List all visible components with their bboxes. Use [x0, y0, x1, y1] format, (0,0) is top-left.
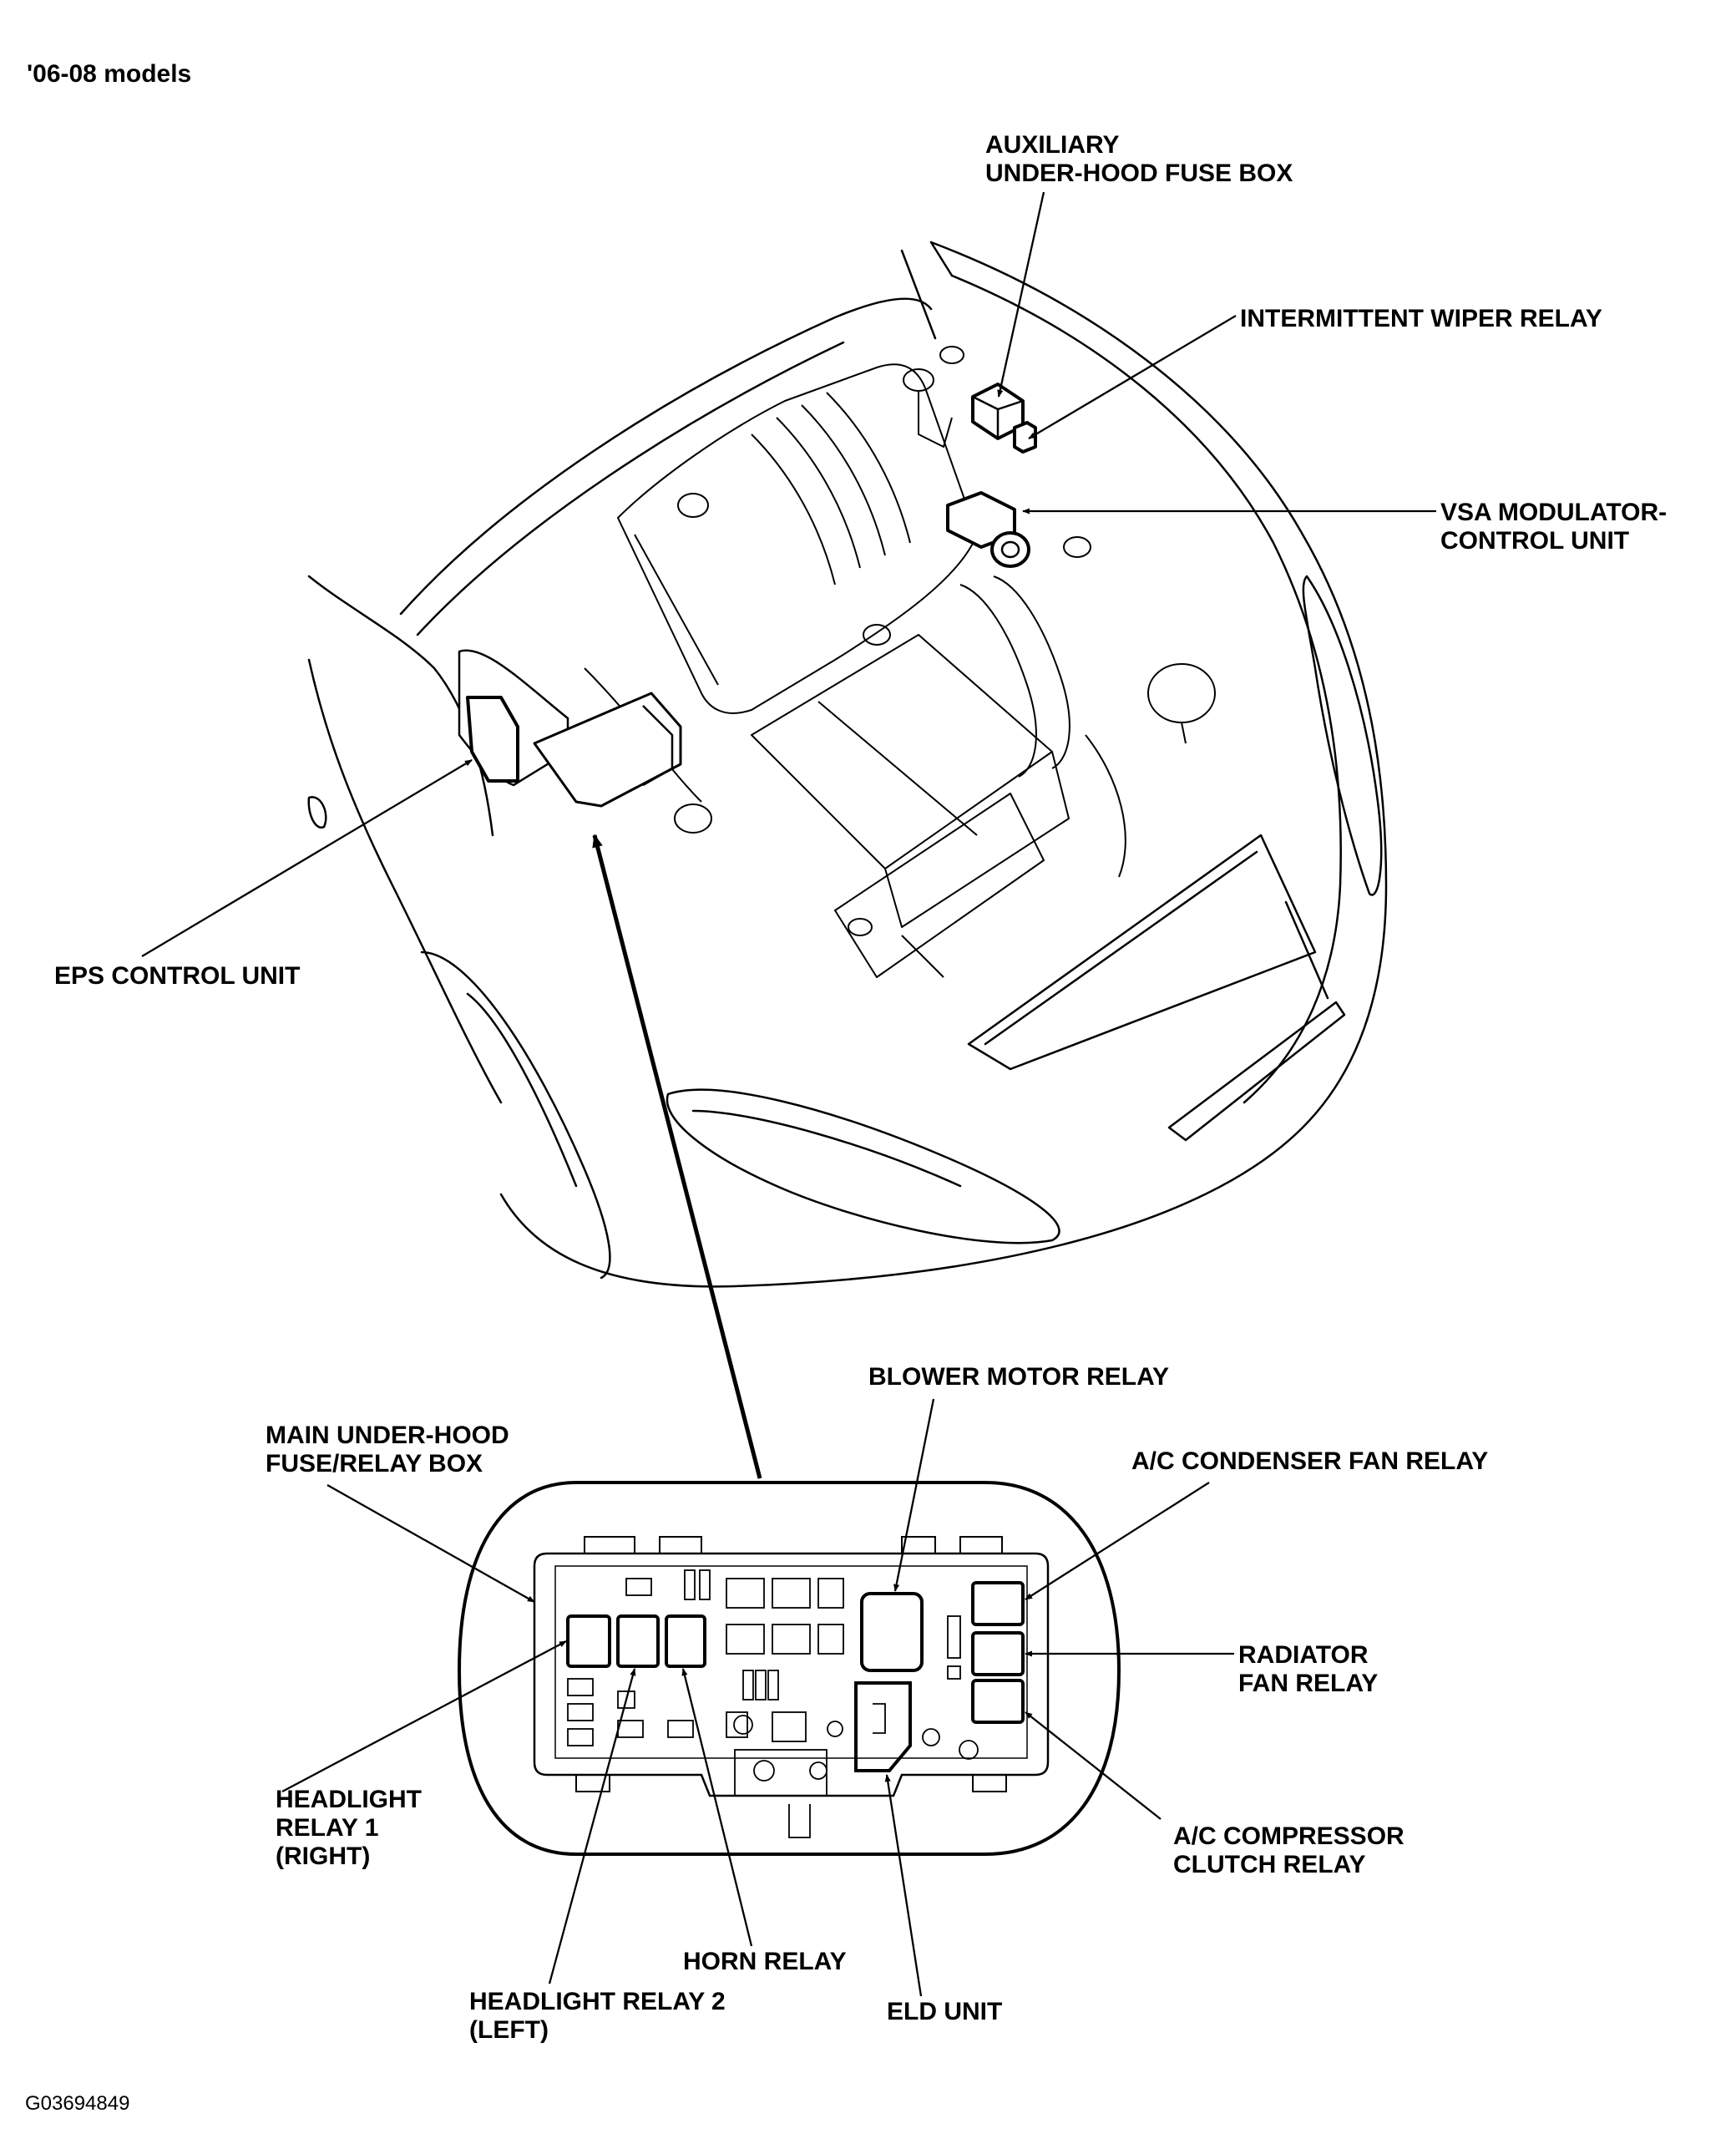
- label-eps-control-unit: EPS CONTROL UNIT: [54, 962, 301, 990]
- leader-eld: [884, 1774, 923, 1997]
- car-body: [307, 241, 1388, 1288]
- horn-relay-box: [665, 1614, 706, 1668]
- label-headlight-1-line-2: RELAY 1: [276, 1814, 379, 1842]
- fuse-box-detail: [457, 1481, 1121, 1856]
- label-horn-relay: HORN RELAY: [683, 1948, 847, 1975]
- leader-main-fuse-box: [592, 834, 762, 1479]
- model-years-heading: '06-08 models: [27, 60, 192, 88]
- ac-compressor-relay-box: [971, 1679, 1025, 1724]
- ac-condenser-relay-box: [971, 1581, 1025, 1626]
- label-aux-fuse-box: AUXILIARY UNDER-HOOD FUSE BOX: [985, 131, 1293, 188]
- label-ac-compressor-line-2: CLUTCH RELAY: [1173, 1851, 1366, 1878]
- blower-relay-box: [860, 1592, 924, 1672]
- leader-wiper-relay: [1028, 315, 1237, 439]
- label-vsa-modulator: VSA MODULATOR- CONTROL UNIT: [1440, 499, 1667, 555]
- label-headlight-1-line-1: HEADLIGHT: [276, 1786, 422, 1813]
- label-headlight-relay-2: HEADLIGHT RELAY 2 (LEFT): [469, 1988, 726, 2045]
- label-main-fuse-box-line-2: FUSE/RELAY BOX: [266, 1450, 483, 1478]
- label-main-fuse-box: MAIN UNDER-HOOD FUSE/RELAY BOX: [266, 1422, 509, 1478]
- label-vsa-line-1: VSA MODULATOR-: [1440, 499, 1668, 526]
- components: [458, 383, 1037, 808]
- eld-unit-box: [854, 1681, 912, 1772]
- label-radiator-line-1: RADIATOR: [1238, 1641, 1369, 1669]
- label-blower-motor-relay: BLOWER MOTOR RELAY: [868, 1363, 1170, 1391]
- headlight-relay-2-box: [616, 1614, 660, 1668]
- engine-bay: [584, 346, 1216, 978]
- leader-lines: [141, 191, 1436, 1997]
- leader-blower: [893, 1398, 935, 1592]
- label-ac-compressor-line-1: A/C COMPRESSOR: [1173, 1822, 1404, 1850]
- label-aux-fuse-box-line-1: AUXILIARY: [985, 131, 1120, 159]
- label-ac-compressor-clutch-relay: A/C COMPRESSOR CLUTCH RELAY: [1173, 1822, 1404, 1879]
- label-radiator-fan-relay: RADIATOR FAN RELAY: [1238, 1641, 1378, 1698]
- detail-callout-oval: [457, 1481, 1121, 1856]
- headlight-relay-1-box: [566, 1614, 611, 1668]
- label-headlight-2-line-2: (LEFT): [469, 2016, 549, 2044]
- leader-headlight-1: [281, 1640, 567, 1793]
- label-ac-condenser-fan-relay: A/C CONDENSER FAN RELAY: [1131, 1447, 1489, 1475]
- leader-eps: [141, 759, 473, 957]
- leader-horn: [681, 1668, 753, 1947]
- wiper-relay-shape: [1013, 421, 1037, 454]
- figure-id: G03694849: [25, 2092, 130, 2115]
- leader-main-label: [326, 1483, 535, 1604]
- leader-ac-condenser: [1025, 1482, 1210, 1600]
- label-headlight-2-line-1: HEADLIGHT RELAY 2: [469, 1988, 726, 2015]
- label-aux-fuse-box-line-2: UNDER-HOOD FUSE BOX: [985, 160, 1293, 187]
- leader-ac-compressor: [1025, 1711, 1162, 1820]
- label-headlight-1-line-3: (RIGHT): [276, 1842, 371, 1870]
- radiator-relay-box: [971, 1631, 1025, 1676]
- label-eld-unit: ELD UNIT: [887, 1998, 1003, 2025]
- main-fuse-box-shape: [533, 692, 682, 808]
- label-radiator-line-2: FAN RELAY: [1238, 1670, 1379, 1697]
- label-main-fuse-box-line-1: MAIN UNDER-HOOD: [266, 1422, 509, 1449]
- label-intermittent-wiper-relay: INTERMITTENT WIPER RELAY: [1240, 305, 1602, 332]
- label-vsa-line-2: CONTROL UNIT: [1440, 527, 1630, 555]
- leader-aux-fuse-box: [997, 191, 1045, 398]
- leader-headlight-2: [548, 1668, 636, 1984]
- label-headlight-relay-1: HEADLIGHT RELAY 1 (RIGHT): [276, 1786, 422, 1871]
